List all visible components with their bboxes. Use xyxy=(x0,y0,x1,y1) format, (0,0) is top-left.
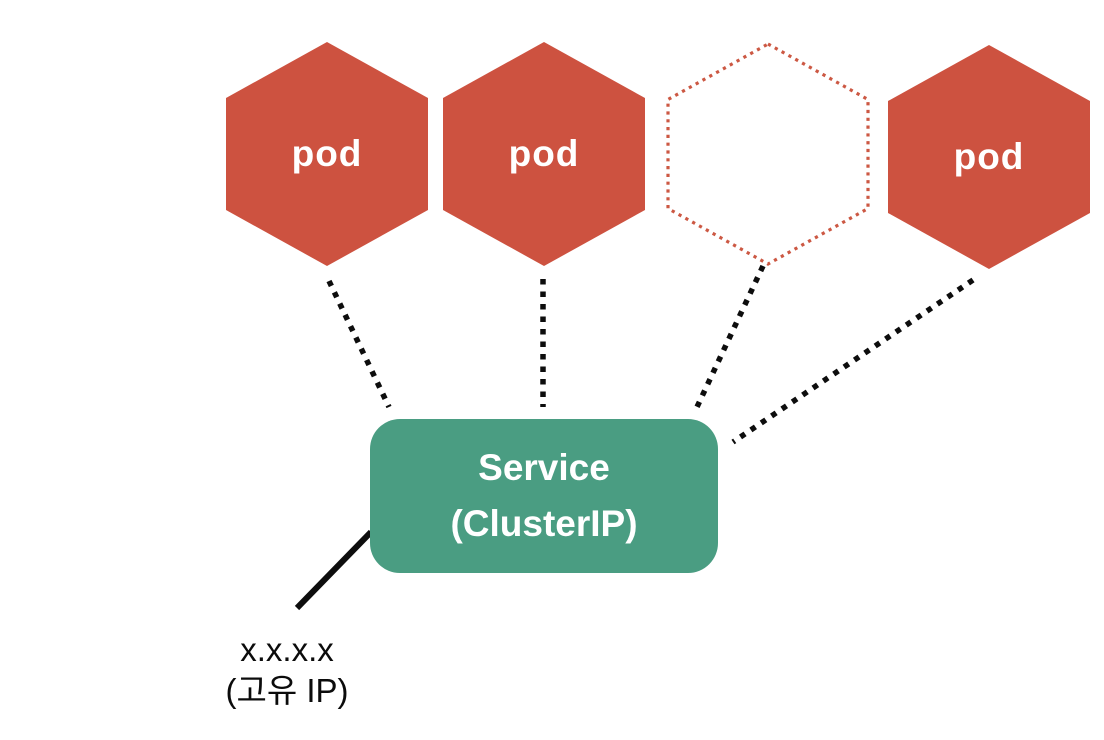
service-box-title: Service xyxy=(478,446,610,488)
dotted-hexagon-outline xyxy=(666,42,870,266)
service-box-subtitle: (ClusterIP) xyxy=(450,503,638,544)
pod-label: pod xyxy=(953,136,1025,177)
pod-hexagon-4: pod xyxy=(888,45,1090,269)
connector-pod4-to-service xyxy=(731,277,975,445)
pod-label: pod xyxy=(508,133,580,174)
pod-label: pod xyxy=(291,133,363,174)
pod-hexagon-1: pod xyxy=(226,42,428,266)
ip-address-caption: (고유 IP) xyxy=(225,671,349,709)
connector-pod1-to-service xyxy=(326,279,392,409)
ip-address-label: x.x.x.x (고유 IP) xyxy=(192,630,382,712)
pod-hexagon-2: pod xyxy=(443,42,645,266)
connector-service-to-ip xyxy=(294,529,374,611)
pod-hexagon-3-dotted-placeholder xyxy=(666,42,870,266)
ip-address-value: x.x.x.x xyxy=(240,631,334,668)
connector-pod3-to-service xyxy=(694,264,766,409)
service-clusterip-box: Service (ClusterIP) xyxy=(370,419,718,573)
